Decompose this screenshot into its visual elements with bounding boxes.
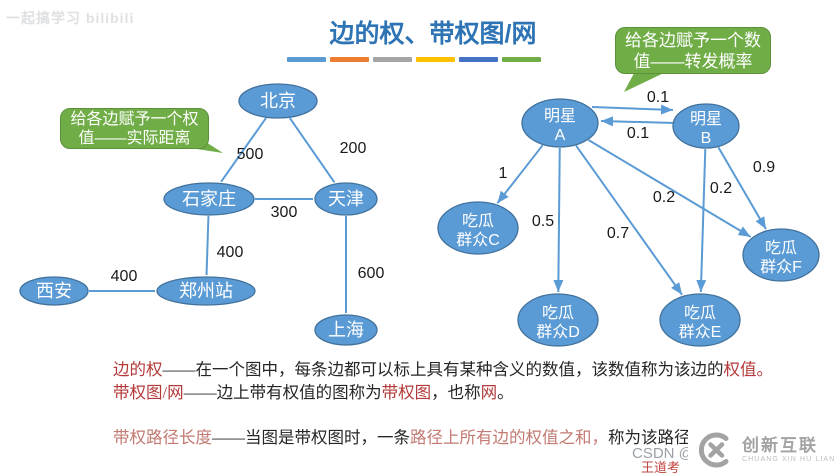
graph-edge-starA-starB [591,104,674,115]
graph-node-xian [19,276,89,306]
graph-node-label-fanE: 吃瓜群众E [679,304,722,341]
edge-weight-label: 0.2 [653,189,675,206]
definition-line: 边的权——在一个图中，每条边都可以标上具有某种含义的数值，该数值称为该边的权值。 [113,358,823,381]
graph-edge-shijiazhuang-zhengzhou [205,215,210,276]
graph-node-shijiazhuang [163,182,255,216]
graph-node-fanF [742,228,820,282]
graph-node-label-fanC: 吃瓜群众C [456,212,500,249]
graph-node-fanC [437,201,519,255]
edge-weight-label: 600 [358,265,385,282]
definition-segment: 路径上所有边的权值之和， [410,428,608,447]
graph-node-starA [521,98,599,148]
definition-segment: 带权图/网 [113,383,184,402]
title-underline-bar [459,57,498,62]
definition-line: 带权路径长度——当图是带权图时，一条路径上所有边的权值之和，称为该路径的 [113,426,823,449]
graph-edge-starA-fanD [553,147,564,293]
graph-node-label-shijiazhuang: 石家庄 [182,189,236,209]
graph-edge-starA-fanF [587,139,752,238]
edge-weight-label: 400 [111,268,138,285]
definitions-block: 边的权——在一个图中，每条边都可以标上具有某种含义的数值，该数值称为该边的权值。… [113,358,823,449]
edge-weight-label: 0.9 [753,159,775,176]
graph-edge-starB-fanE [696,148,707,293]
graph-edge-starA-fanE [575,145,683,296]
definition-segment: 带权图 [381,383,432,402]
definition-segment: ——当图是带权图时，一条 [212,428,410,447]
edge-weight-label: 0.2 [710,180,732,197]
red-watermark: 王道考 [641,460,681,475]
csdn-watermark: CSDN @ [632,445,694,462]
edge-weight-label: 0.5 [532,213,554,230]
graph-node-label-zhengzhou: 郑州站 [179,281,233,301]
definition-line: 带权图/网——边上带有权值的图称为带权图，也称网。 [113,381,823,404]
definition-segment: ——边上带有权值的图称为 [183,383,382,402]
graph-node-starB [672,103,740,149]
callout-distance-line2: 值——实际距离 [78,129,191,147]
bilibili-watermark: 一起搞学习 bilibili [6,10,135,26]
definition-segment: 网 [480,383,498,402]
chuangxin-logo-icon [698,432,729,467]
chuangxin-logo-texts: 创新互联 CHUANG XIN HU LIAN [742,436,835,464]
graph-node-label-beijing: 北京 [260,91,296,111]
edge-weight-label: 300 [271,204,298,221]
graph-node-shanghai [314,314,378,346]
graph-node-zhengzhou [156,276,256,306]
graph-edge-starA-fanC [496,144,544,204]
graph-node-beijing [238,83,318,119]
graph-node-label-xian: 西安 [36,281,72,301]
edge-weight-label: 400 [217,244,244,261]
title-underline-bar [416,57,455,62]
graph-edge-beijing-shijiazhuang [220,117,267,183]
graph-edge-starB-starA [600,116,676,127]
graph-node-label-tianjin: 天津 [328,189,364,209]
title-underline-bar [330,57,369,62]
edge-weight-label: 200 [340,140,367,157]
graph-node-label-shanghai: 上海 [328,320,364,340]
graph-node-fanD [517,293,599,347]
chuangxin-logo: 创新互联 CHUANG XIN HU LIAN [688,424,839,475]
definition-segment: 权值。 [723,360,774,379]
callout-distance: 给各边赋予一个权 值——实际距离 [60,108,209,149]
edge-weight-label: 500 [237,146,264,163]
title-underline-bar [287,57,326,62]
callout-distance-line1: 给各边赋予一个权 [70,110,199,128]
definition-segment: ——在一个图中，每条边都可以标上具有某种含义的数值，该数值称为该边的 [162,360,724,379]
callout-probability-line2: 值——转发概率 [633,51,753,71]
callout-probability: 给各边赋予一个数 值——转发概率 [615,27,771,74]
graph-node-fanE [659,293,741,347]
graph-node-tianjin [314,182,378,216]
definition-segment: ，也称 [431,383,481,402]
definition-segment: 带权路径长度 [113,428,212,447]
title-underline-bar [373,57,412,62]
edge-weight-label: 1 [499,165,508,182]
title-underline [287,57,541,62]
edge-weight-label: 0.1 [627,125,649,142]
definition-segment: 称为该路径的 [608,428,707,447]
chuangxin-logo-name: 创新互联 [742,435,818,455]
chuangxin-logo-sub: CHUANG XIN HU LIAN [742,455,836,463]
definition-segment: 。 [497,383,514,402]
graph-edge-beijing-tianjin [289,117,336,183]
page-title: 边的权、带权图/网 [329,20,537,48]
graph-node-label-fanF: 吃瓜群众F [760,239,802,276]
title-underline-bar [502,57,541,62]
graph-edge-starB-fanF [717,146,767,230]
edge-weight-label: 0.7 [607,225,629,242]
callout-probability-line1: 给各边赋予一个数 [625,30,761,50]
graph-node-label-fanD: 吃瓜群众D [536,304,580,341]
definition-segment: 边的权 [113,360,163,379]
edge-weight-label: 0.1 [647,89,669,106]
